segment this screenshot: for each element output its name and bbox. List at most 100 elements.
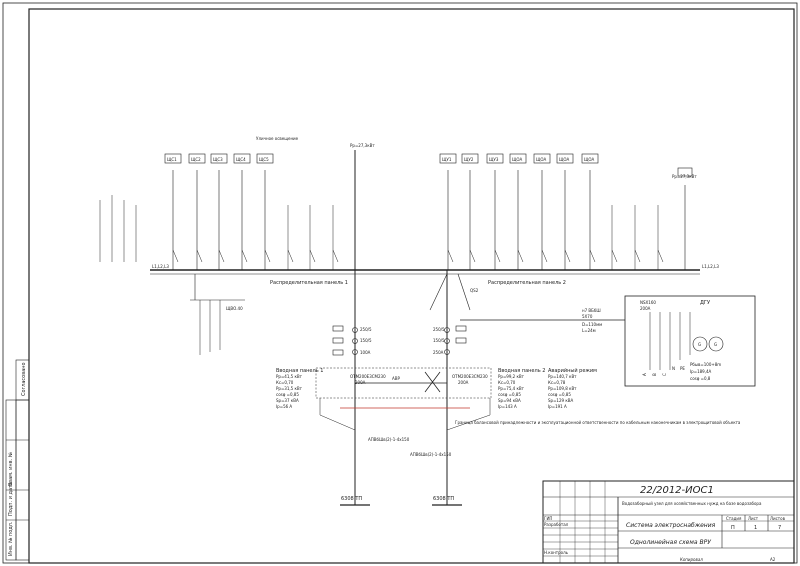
feeder-label: ЩОА — [584, 157, 595, 162]
intake2-breaker: 250/5 — [433, 327, 445, 332]
calc-line: Sр=129 кВА — [548, 398, 573, 403]
feeder-box — [533, 153, 551, 164]
tb-description: Водозаборный узел для хозяйственных нужд… — [622, 501, 762, 506]
busbar-label-left: L1,L2,L3 — [152, 264, 169, 269]
calc-line: cosφ =0,85 — [548, 392, 571, 397]
svg-text:6308 ТП: 6308 ТП — [341, 496, 362, 502]
feeder-label: ЩОА — [536, 157, 547, 162]
tb-sheets-label: Листов — [770, 516, 786, 521]
dgu-cable: н7 ВБбШ — [582, 308, 601, 313]
side-inv-dup: Взам. инв. № — [8, 451, 14, 486]
calc-line: Рр=41,5 кВт — [276, 374, 303, 379]
feeder-label: ЩОА — [559, 157, 570, 162]
intake2-switch-rating: 200А — [458, 380, 469, 385]
side-inv-orig: Инв. № подл. — [8, 521, 14, 556]
tb-stage: П — [731, 525, 735, 531]
feeder-box — [677, 167, 693, 177]
emergency-title: Аварийный режим — [548, 367, 597, 374]
avr-link: АВР — [315, 367, 492, 431]
shield-label: ЩВО.40 — [226, 306, 243, 311]
tb-sheet: 1 — [754, 525, 757, 531]
dgu-cos: cosφ =0,8 — [690, 376, 711, 381]
dgu-length2: L=24м — [582, 328, 596, 333]
tb-sheet-label: Лист — [748, 516, 759, 521]
feeder-label: ЩОА — [512, 157, 523, 162]
feeder-switch — [517, 249, 524, 263]
panel2-feeders: ЩУ1 ЩУ2 ЩУ3 ЩОА ЩОА ЩОА ЩОА — [439, 153, 693, 270]
dgu-power: Рбыв=100+8m — [690, 362, 721, 367]
intake1-ct: 150/5 — [360, 338, 372, 343]
feeder-switch — [264, 249, 271, 263]
tb-sheet-title: Однолинейная схема ВРУ — [630, 539, 711, 546]
feeder-box — [256, 153, 274, 164]
tb-system: Система электроснабжения — [626, 522, 716, 529]
dgu-pe: PE — [680, 366, 685, 371]
tb-copied: Копировал — [680, 557, 703, 562]
shield-block: ЩВО.40 — [190, 274, 245, 355]
feeder-switch — [196, 249, 203, 263]
feeder-switch — [469, 249, 476, 263]
panel1-title: Распределительная панель 1 — [270, 280, 348, 286]
title-block: 22/2012-ИОС1 Водозаборный узел для хозяй… — [542, 480, 795, 564]
calc-line: Sр=37 кВА — [276, 398, 299, 403]
intake1-switch-rating: 200А — [355, 380, 366, 385]
left-load-notes — [99, 195, 137, 262]
feeder-switch — [447, 249, 454, 263]
feeder-box — [188, 153, 206, 164]
feeder-switch — [541, 249, 548, 263]
feeder-label: ЩС3 — [213, 157, 223, 162]
tb-gip: ГИП — [544, 516, 552, 521]
intake1-meter: 100А — [360, 350, 371, 355]
intake1-breaker: 250/5 — [360, 327, 372, 332]
dgu-neutral: N — [672, 366, 675, 371]
feeder-switch — [611, 249, 618, 263]
feeder-box — [164, 153, 182, 164]
dgu-block: ДГУ NSX160 200А G G Рбыв=100+8m Iр=189,4… — [624, 295, 756, 387]
calc-line: Кс=0,78 — [548, 380, 566, 385]
calc-line: Рр=31,5 кВт — [276, 386, 303, 391]
calc-line: Iр=143 А — [498, 404, 517, 409]
panel2-title: Распределительная панель 2 — [488, 280, 566, 286]
feeder-box — [486, 153, 504, 164]
tb-norm: Н.контроль — [544, 550, 569, 555]
feeder-box — [509, 153, 527, 164]
dgu-length: D=110мм — [582, 322, 602, 327]
tb-code: 22/2012-ИОС1 — [640, 485, 714, 496]
feeder-box — [461, 153, 479, 164]
feeder-switch — [241, 249, 248, 263]
calc-line: Iр=191 А — [548, 404, 567, 409]
feeder-label: ЩУ1 — [442, 157, 452, 162]
dgu-gen: G — [698, 342, 701, 347]
side-sign-date: Подп. и дата — [8, 482, 14, 516]
feeder-label: ЩС4 — [236, 157, 246, 162]
calc-line: Кс=0,70 — [276, 380, 294, 385]
feeder-label: ЩУ3 — [489, 157, 499, 162]
tb-format: А2 — [770, 557, 776, 562]
feeder-label: ЩУ2 — [464, 157, 474, 162]
feeder-label: ЩС1 — [167, 157, 177, 162]
calc-line: Кс=0,70 — [498, 380, 516, 385]
panel1-load-caption: Уличное освещение — [256, 136, 299, 141]
feeder-switch — [287, 249, 294, 263]
feeder-switch — [332, 249, 339, 263]
feeder-box — [556, 153, 574, 164]
feeder-switch — [657, 249, 664, 263]
busbar-label-right: L1,L2,L3 — [702, 264, 719, 269]
intake-2: QS2 250/5 150/5 250А OTM200E3CM230 200А … — [429, 270, 545, 505]
feeder-switch — [309, 249, 316, 263]
calc-line: Sр=94 кВА — [498, 398, 521, 403]
side-stamp: Согласовано Инв. № подл. Подп. и дата Вз… — [5, 359, 30, 561]
dgu-gen2: G — [714, 342, 717, 347]
feeder-label: ЩС2 — [191, 157, 201, 162]
dgu-phase-b: B — [652, 373, 657, 376]
feeder-box — [439, 153, 457, 164]
panel2-right-caption: Рр=27,3кВт — [672, 174, 697, 179]
feeder-switch — [494, 249, 501, 263]
cable-right: АПВбШв(2)-1-4х150 — [410, 452, 452, 457]
